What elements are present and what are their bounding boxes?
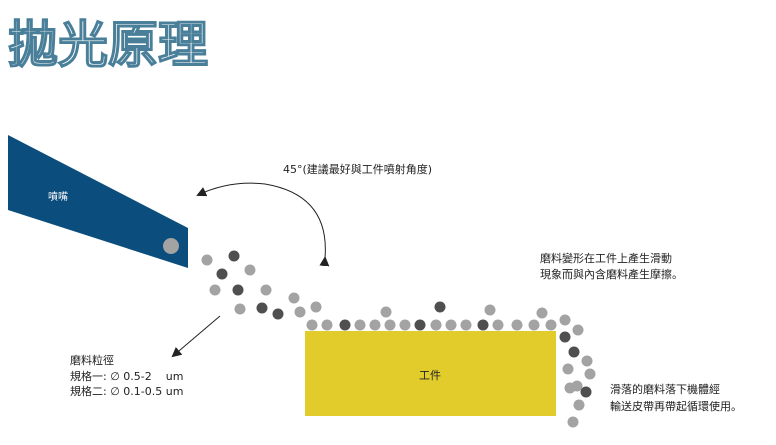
recycle-note-line-1: 滑落的磨料落下機體經 <box>610 382 720 396</box>
abrasive-particle <box>321 319 333 331</box>
abrasive-particle <box>573 399 585 411</box>
abrasive-particle <box>369 319 381 331</box>
abrasive-particle <box>559 331 571 343</box>
abrasive-particle <box>492 319 504 331</box>
abrasive-particle <box>209 284 221 296</box>
workpiece-block <box>305 331 556 416</box>
abrasive-size-heading: 磨料粒徑 <box>70 353 114 367</box>
abrasive-particle <box>216 268 228 280</box>
abrasive-particle <box>545 319 557 331</box>
abrasive-particle <box>260 284 272 296</box>
abrasive-particle <box>460 319 472 331</box>
abrasive-size-spec-2: 規格二: ∅ 0.1-0.5 um <box>70 384 183 398</box>
abrasive-particle <box>580 386 592 398</box>
page-title: 拋光原理 <box>8 16 208 74</box>
recycle-note-line-2: 輸送皮帶再帶起循環使用。 <box>610 399 742 413</box>
abrasive-particle <box>294 306 306 318</box>
abrasive-particle <box>567 416 579 428</box>
abrasive-particle <box>581 355 593 367</box>
abrasive-particle <box>477 319 489 331</box>
abrasive-size-spec-1: 規格一: ∅ 0.5-2 um <box>70 369 183 383</box>
abrasive-particle <box>384 319 396 331</box>
friction-note-line-1: 磨料變形在工件上產生滑動 <box>540 251 672 265</box>
abrasive-particle <box>380 306 392 318</box>
angle-arc-arrow <box>196 182 330 267</box>
abrasive-particle <box>572 324 584 336</box>
angle-note: 45°(建議最好與工件噴射角度) <box>283 162 432 176</box>
abrasive-particle <box>201 254 213 266</box>
abrasive-particle <box>559 314 571 326</box>
abrasive-particle <box>434 301 446 313</box>
abrasive-particle <box>228 250 240 262</box>
abrasive-particle <box>354 319 366 331</box>
abrasive-particle <box>445 319 457 331</box>
abrasive-particle <box>568 346 580 358</box>
abrasive-particle <box>310 301 322 313</box>
abrasive-particle <box>234 303 246 315</box>
abrasive-particle <box>256 302 268 314</box>
abrasive-particle <box>306 319 318 331</box>
abrasive-particle <box>288 292 300 304</box>
nozzle-label: 噴嘴 <box>48 191 68 203</box>
abrasive-particle <box>430 319 442 331</box>
abrasive-particle <box>272 308 284 320</box>
abrasive-size-pointer <box>171 315 221 358</box>
abrasive-particle <box>511 319 523 331</box>
abrasive-particle <box>414 319 426 331</box>
abrasive-particle <box>536 307 548 319</box>
abrasive-particle <box>244 264 256 276</box>
abrasive-particle <box>232 284 244 296</box>
abrasive-particle <box>528 319 540 331</box>
abrasive-particle <box>562 363 574 375</box>
friction-note-line-2: 現象而與內含磨料產生摩擦。 <box>540 267 683 281</box>
abrasive-particle <box>584 368 596 380</box>
workpiece-label: 工件 <box>419 369 441 382</box>
abrasive-particles <box>201 250 596 428</box>
abrasive-particle <box>399 319 411 331</box>
nozzle-shape <box>8 135 188 268</box>
abrasive-particle <box>564 382 576 394</box>
abrasive-particle <box>484 304 496 316</box>
nozzle-outlet-particle <box>163 238 179 254</box>
abrasive-particle <box>339 319 351 331</box>
